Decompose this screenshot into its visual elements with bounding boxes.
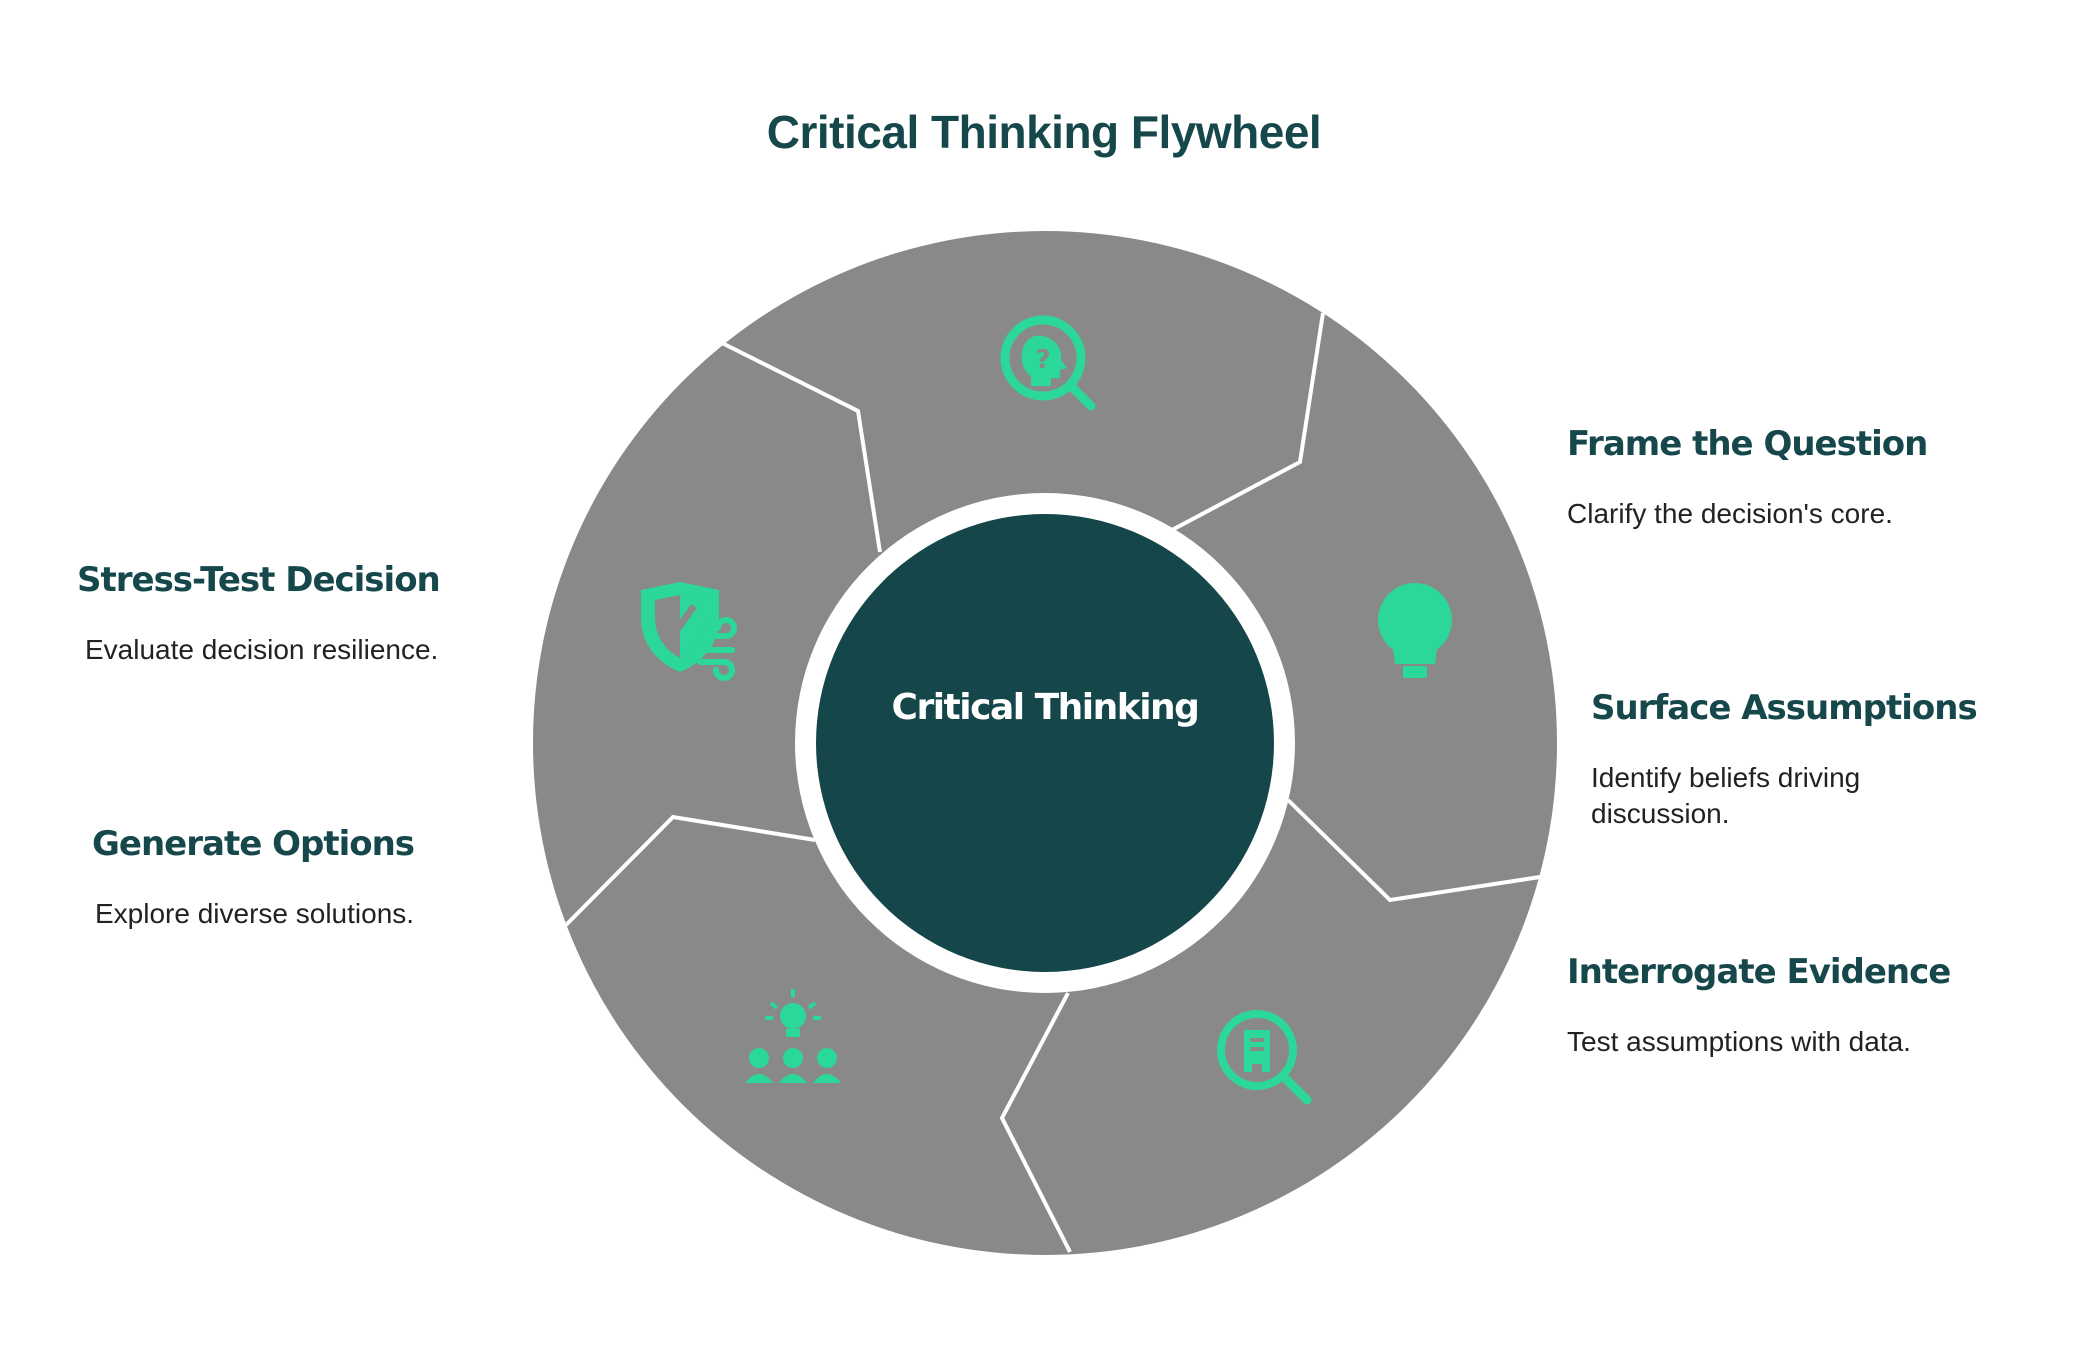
stage-title: Stress-Test Decision xyxy=(77,560,441,600)
stage-description: Identify beliefs driving discussion. xyxy=(1591,762,1861,829)
hub-label: Critical Thinking xyxy=(892,687,1199,728)
stage-description: Clarify the decision's core. xyxy=(1567,498,1893,529)
stage-interrogate-evidence: Interrogate Evidence Test assumptions wi… xyxy=(1567,952,2087,1060)
team-idea-icon xyxy=(745,989,841,1083)
stage-generate-options: Generate Options Explore diverse solutio… xyxy=(92,824,612,932)
head-question-search-icon: ? xyxy=(1000,315,1096,411)
stage-description: Explore diverse solutions. xyxy=(95,898,415,929)
divider-left xyxy=(564,814,816,927)
stage-surface-assumptions: Surface Assumptions Identify beliefs dri… xyxy=(1591,688,2088,832)
hub-circle xyxy=(816,514,1274,972)
svg-text:?: ? xyxy=(1035,345,1050,375)
page-title: Critical Thinking Flywheel xyxy=(766,106,1322,158)
divider-right xyxy=(1286,798,1541,903)
stage-description: Test assumptions with data. xyxy=(1567,1026,1911,1057)
document-search-icon xyxy=(1217,1010,1312,1105)
stage-title: Generate Options xyxy=(92,824,415,864)
divider-top-right xyxy=(1171,312,1325,532)
stage-title: Frame the Question xyxy=(1567,424,1928,464)
stage-title: Interrogate Evidence xyxy=(1567,952,1951,992)
divider-top-left xyxy=(721,341,882,553)
shield-wind-icon xyxy=(641,582,737,681)
stage-description: Evaluate decision resilience. xyxy=(85,634,439,665)
segment-dividers xyxy=(564,312,1541,1253)
divider-bottom xyxy=(999,992,1072,1253)
lightbulb-icon xyxy=(1378,583,1452,678)
stage-frame-question: Frame the Question Clarify the decision'… xyxy=(1567,424,2087,532)
stage-title: Surface Assumptions xyxy=(1591,688,1978,728)
stage-stress-test-decision: Stress-Test Decision Evaluate decision r… xyxy=(77,560,597,668)
